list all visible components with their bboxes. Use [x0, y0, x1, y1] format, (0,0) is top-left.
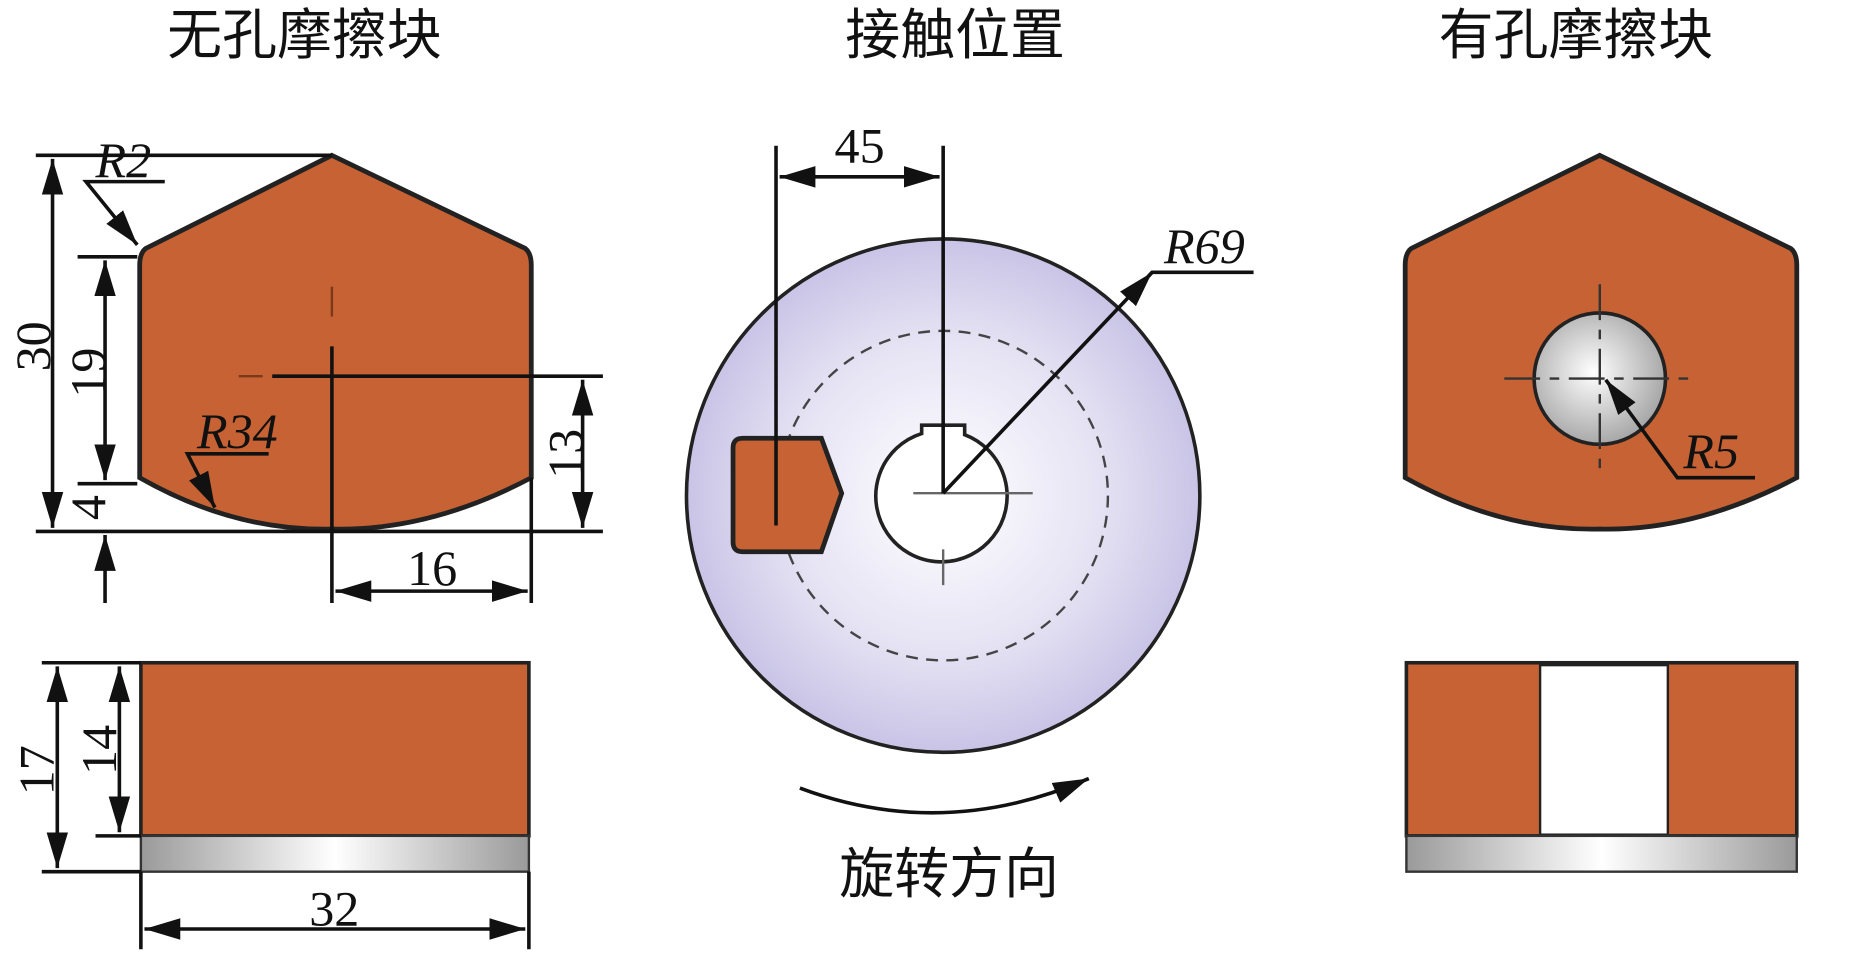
dim-r5: R5	[1682, 423, 1739, 479]
contact-block	[730, 435, 845, 555]
title-contact-position: 接触位置	[845, 3, 1065, 67]
no-hole-block-top-view: 30 19 4 R2 R34 13 16	[5, 132, 603, 604]
dim-r2: R2	[95, 132, 152, 188]
holed-block-side-view	[1404, 660, 1799, 873]
dim-r69: R69	[1163, 218, 1245, 274]
dim-height-30: 30	[5, 321, 61, 371]
dim-32: 32	[309, 880, 359, 936]
contact-position-view: 45 R69 旋转方向	[684, 118, 1254, 906]
title-holed-block: 有孔摩擦块	[1439, 3, 1714, 67]
no-hole-block-side-view: 17 14 32	[9, 660, 531, 950]
dim-45: 45	[835, 118, 885, 174]
dim-16: 16	[407, 540, 457, 596]
dim-13: 13	[538, 429, 594, 479]
dim-height-19: 19	[60, 348, 116, 398]
dim-r34: R34	[196, 403, 278, 459]
dim-17: 17	[9, 745, 65, 795]
rotation-arrow-icon	[799, 776, 1090, 815]
dim-14: 14	[71, 725, 127, 775]
title-no-hole-block: 无孔摩擦块	[167, 3, 442, 67]
holed-block-top-view: R5	[1402, 152, 1800, 532]
dim-offset-4: 4	[60, 495, 116, 520]
rotation-direction-label: 旋转方向	[839, 842, 1059, 906]
